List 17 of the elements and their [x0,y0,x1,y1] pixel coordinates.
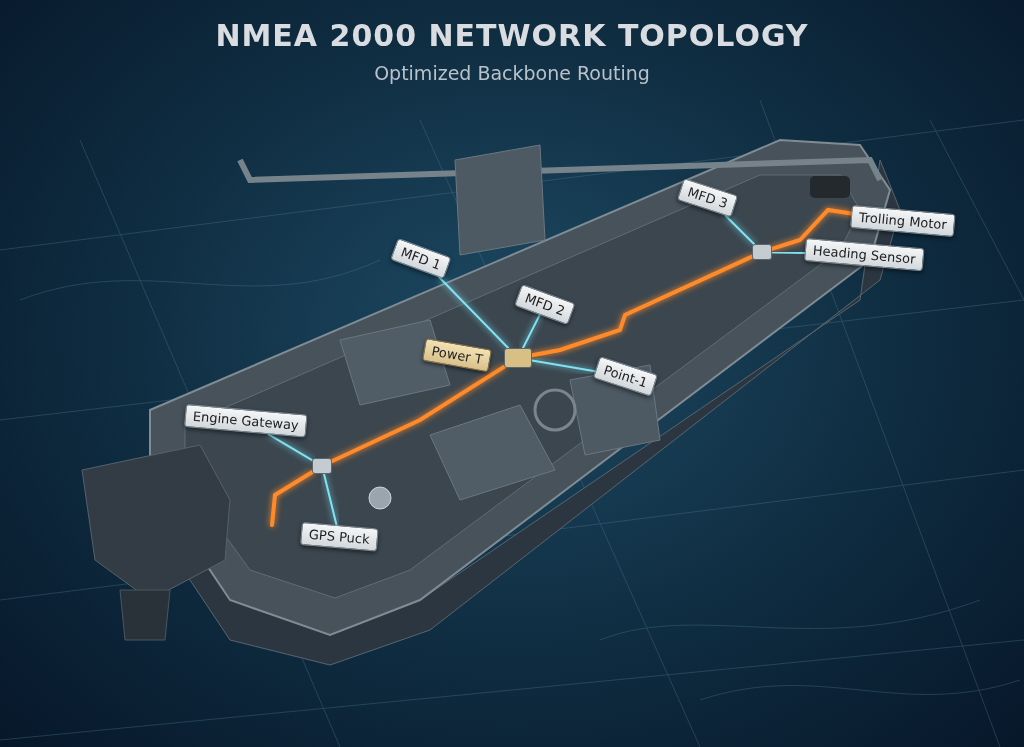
drop-cable [724,214,755,245]
backbone-cable [270,470,314,527]
tee-connector [504,348,532,368]
drop-cable [323,473,338,526]
drop-cable [771,251,806,255]
callout-label: MFD 1 [390,238,452,280]
backbone-cable [770,207,854,251]
title: NMEA 2000 NETWORK TOPOLOGY [215,18,809,53]
backbone-cable [530,254,754,358]
tee-connector [312,458,332,474]
drop-cable [438,276,510,349]
subtitle: Optimized Backbone Routing [374,62,650,84]
drop-cable [522,313,541,349]
tee-connector [752,244,772,260]
backbone-cable [330,364,506,464]
drop-cable [531,359,597,373]
drop-cable [267,433,313,462]
